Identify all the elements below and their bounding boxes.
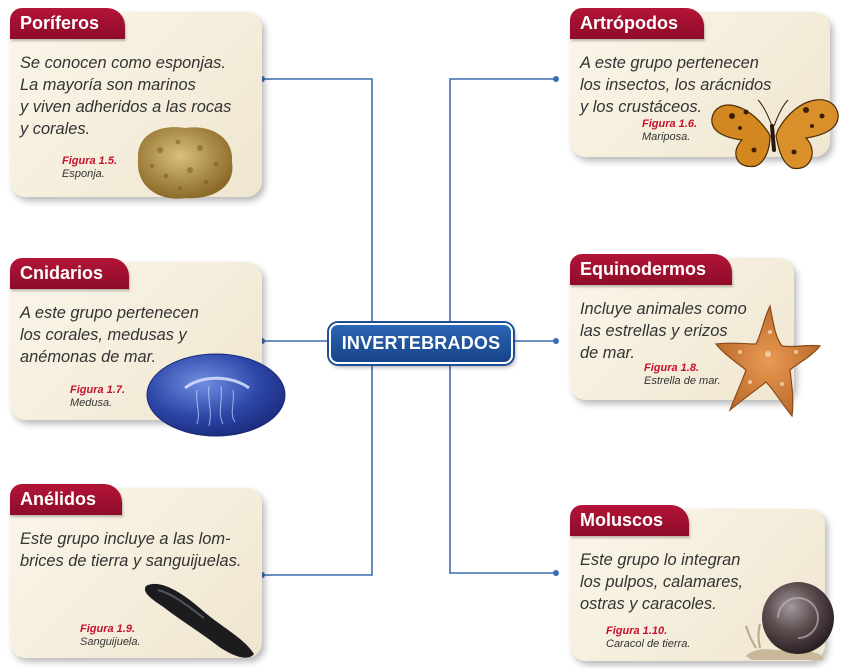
figure-caption: Figura 1.6. Mariposa. — [642, 118, 697, 144]
jellyfish-image — [145, 352, 287, 438]
card-title: Poríferos — [10, 8, 125, 39]
card-description: Este grupo incluye a las lom- brices de … — [20, 528, 241, 572]
figure-caption: Figura 1.10. Caracol de tierra. — [606, 625, 690, 651]
figure-caption: Figura 1.7. Medusa. — [70, 384, 125, 410]
card-title: Cnidarios — [10, 258, 129, 289]
figure-caption: Figura 1.5. Esponja. — [62, 155, 117, 181]
card-title: Artrópodos — [570, 8, 704, 39]
center-node-invertebrados: INVERTEBRADOS — [329, 323, 513, 364]
leech-image — [140, 576, 260, 664]
figure-caption: Figura 1.8. Estrella de mar. — [644, 362, 721, 388]
figure-caption: Figura 1.9. Sanguijuela. — [80, 623, 141, 649]
snail-image — [742, 578, 842, 662]
card-description: Este grupo lo integran los pulpos, calam… — [580, 549, 743, 615]
card-title: Moluscos — [570, 505, 689, 536]
starfish-image — [712, 298, 824, 420]
butterfly-image — [706, 80, 844, 178]
sponge-image — [130, 120, 240, 204]
card-title: Anélidos — [10, 484, 122, 515]
card-title: Equinodermos — [570, 254, 732, 285]
